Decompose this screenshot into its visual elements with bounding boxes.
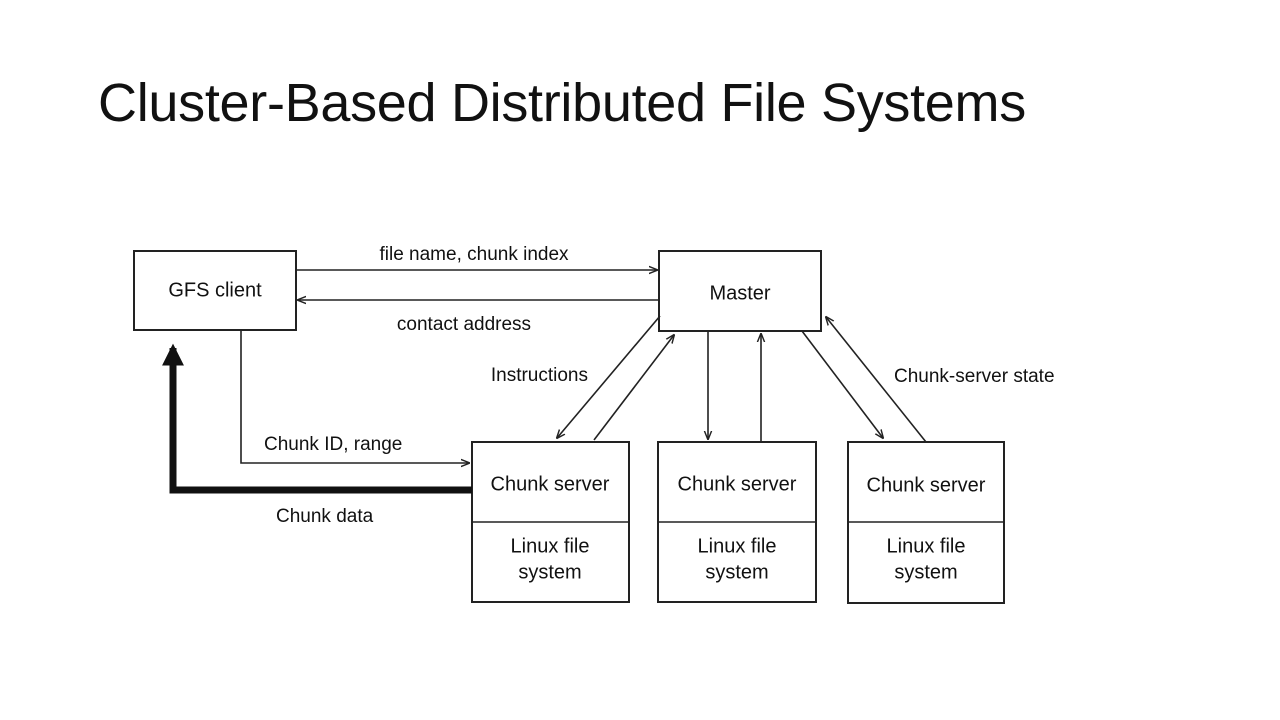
linux-fs-line2-1: system [518,561,581,583]
linux-fs-line2-3: system [894,561,957,583]
gfs-client-node: GFS client [133,250,297,331]
edge-label-chunk-server-state: Chunk-server state [894,366,1055,387]
edge-label-contact-address: contact address [397,314,531,335]
edge-chunk-id-range [240,330,469,463]
chunk-server-node-3: Chunk server Linux file system [847,441,1005,604]
chunk-server-label-2: Chunk server [678,473,797,495]
chunk-server-node-1: Chunk server Linux file system [471,441,630,603]
gfs-client-box [133,250,297,331]
edge-chunk-data [162,343,472,494]
linux-fs-line2-2: system [705,561,768,583]
chunk-server-label-1: Chunk server [491,473,610,495]
gfs-client-label: GFS client [168,279,262,301]
edge-label-instructions: Instructions [491,365,588,386]
master-label: Master [709,282,770,304]
edge-instructions-down-1 [557,315,661,438]
edge-label-chunk-id-range: Chunk ID, range [264,434,402,455]
edge-label-file-name-chunk-index: file name, chunk index [379,244,569,265]
master-node: Master [658,250,822,332]
edge-state-up-3 [826,317,927,443]
edge-label-chunk-data: Chunk data [276,506,374,527]
page-title: Cluster-Based Distributed File Systems [98,73,1026,133]
master-box [658,250,822,332]
edge-state-up-1 [593,335,674,441]
chunk-server-label-3: Chunk server [867,474,986,496]
edge-instructions-down-3 [801,330,883,438]
chunk-server-node-2: Chunk server Linux file system [657,441,817,603]
linux-fs-line1-1: Linux file [511,535,590,557]
linux-fs-line1-2: Linux file [698,535,777,557]
linux-fs-line1-3: Linux file [887,535,966,557]
